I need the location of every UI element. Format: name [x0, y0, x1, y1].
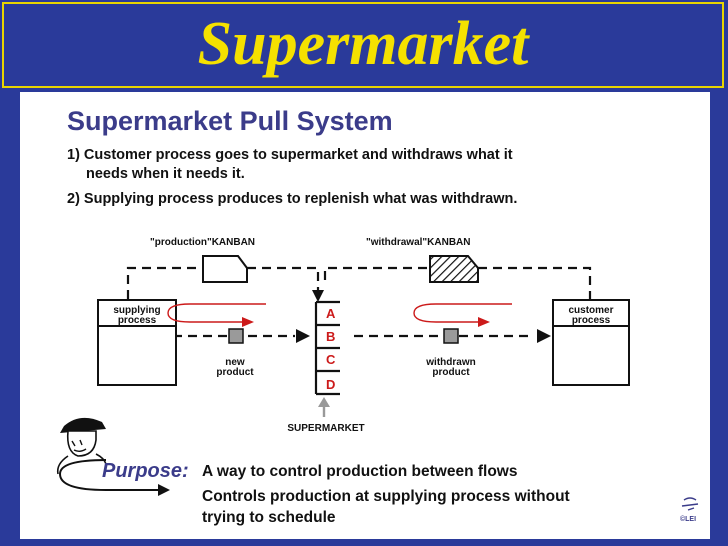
shelf-slot-a: A	[326, 306, 336, 321]
person-figure-icon	[56, 417, 107, 475]
shelf-slot-b: B	[326, 329, 335, 344]
kanban-dashed-paths	[126, 266, 592, 338]
withdrawn-product-square	[443, 328, 459, 344]
point-1-line-1: 1) Customer process goes to supermarket …	[67, 147, 513, 163]
arrowhead-new-product	[296, 329, 310, 343]
shelf-slot-c: C	[326, 352, 336, 367]
customer-process-label-2: process	[572, 315, 611, 326]
slide-title: Supermarket	[197, 10, 529, 78]
purpose-line-3: trying to schedule	[202, 509, 336, 526]
shelf-slot-d: D	[326, 377, 335, 392]
withdrawn-product-label-2: product	[432, 367, 470, 378]
point-2-line-1: 2) Supplying process produces to repleni…	[67, 191, 518, 207]
purpose-line-2: Controls production at supplying process…	[202, 488, 570, 505]
new-product-label-1: new	[225, 357, 245, 368]
production-kanban-card	[202, 255, 248, 283]
arrowhead-withdrawn-product	[537, 329, 551, 343]
supermarket-shelf	[314, 300, 340, 396]
pull-system-diagram: "production"KANBAN "withdrawal"KANBAN	[56, 237, 699, 511]
purpose-line-1: A way to control production between flow…	[202, 463, 518, 480]
arrowhead-to-shelf-top	[312, 290, 324, 302]
withdrawal-kanban-card	[429, 255, 479, 283]
supermarket-pointer-head	[318, 397, 330, 407]
supplying-process-label-2: process	[118, 315, 157, 326]
supplying-process-box	[97, 299, 177, 386]
withdrawal-loop-arrow	[413, 303, 512, 327]
purpose-swoosh-icon	[58, 459, 170, 496]
withdrawn-product-label-1: withdrawn	[425, 357, 475, 368]
supplying-process-label-1: supplying	[113, 305, 160, 316]
supermarket-label: SUPERMARKET	[287, 423, 364, 434]
title-bar: Supermarket	[2, 2, 724, 88]
production-loop-arrow	[167, 303, 266, 327]
lei-logo-icon	[681, 497, 699, 511]
production-kanban-label: "production"KANBAN	[150, 237, 255, 248]
purpose-label: Purpose:	[102, 460, 189, 482]
diagram-heading: Supermarket Pull System	[67, 106, 393, 136]
content-panel: Supermarket Pull System 1) Customer proc…	[20, 92, 710, 539]
customer-process-label-1: customer	[568, 305, 613, 316]
new-product-square	[228, 328, 244, 344]
lei-logo-text: ©LEI	[680, 516, 697, 523]
new-product-label-2: product	[216, 367, 254, 378]
withdrawal-kanban-label: "withdrawal"KANBAN	[366, 237, 471, 248]
customer-process-box	[552, 299, 630, 386]
point-1-line-2: needs when it needs it.	[86, 166, 245, 182]
